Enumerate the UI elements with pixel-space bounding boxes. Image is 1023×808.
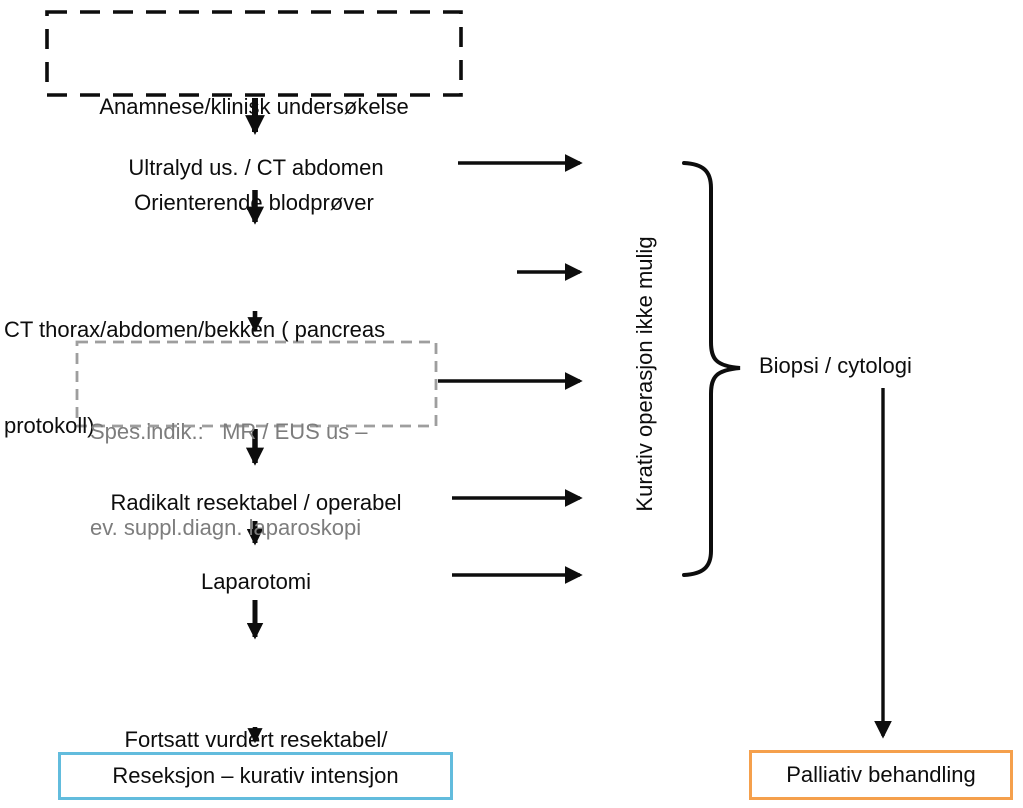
- node-reseksjon-label: Reseksjon – kurativ intensjon: [112, 763, 399, 788]
- node-spes-indik: Spes.indik.: MR / EUS us – ev. suppl.dia…: [90, 352, 368, 608]
- node-radikalt: Radikalt resektabel / operabel: [110, 490, 402, 515]
- spes-indik-dashed-outline: [75, 340, 438, 428]
- node-ct-thorax: CT thorax/abdomen/bekken ( pancreas prot…: [4, 250, 385, 506]
- node-ultralyd: Ultralyd us. / CT abdomen: [128, 155, 384, 180]
- node-spes-indik-line2: ev. suppl.diagn. laparoskopi: [90, 515, 362, 540]
- node-reseksjon-box: Reseksjon – kurativ intensjon: [58, 752, 453, 800]
- label-kurativ-operasjon-ikke-mulig: Kurativ operasjon ikke mulig: [632, 236, 657, 512]
- node-fortsatt: Fortsatt vurdert resektabel/ operabel: [0, 660, 512, 808]
- node-palliativ-label: Palliativ behandling: [786, 762, 976, 787]
- node-laparotomi: Laparotomi: [200, 569, 312, 594]
- node-biopsi: Biopsi / cytologi: [759, 353, 912, 378]
- node-anamnese: Anamnese/klinisk undersøkelse Orienteren…: [47, 27, 461, 283]
- curly-brace: [682, 161, 741, 577]
- anamnese-dashed-outline: [45, 10, 463, 97]
- node-fortsatt-line1: Fortsatt vurdert resektabel/: [124, 727, 388, 752]
- node-palliativ-box: Palliativ behandling: [749, 750, 1013, 800]
- node-anamnese-line2: Orienterende blodprøver: [134, 190, 374, 215]
- node-ct-thorax-line2: protokoll): [4, 413, 95, 438]
- node-spes-indik-line1: Spes.indik.: MR / EUS us –: [90, 419, 368, 444]
- node-anamnese-line1: Anamnese/klinisk undersøkelse: [99, 94, 409, 119]
- node-ct-thorax-line1: CT thorax/abdomen/bekken ( pancreas: [4, 317, 386, 342]
